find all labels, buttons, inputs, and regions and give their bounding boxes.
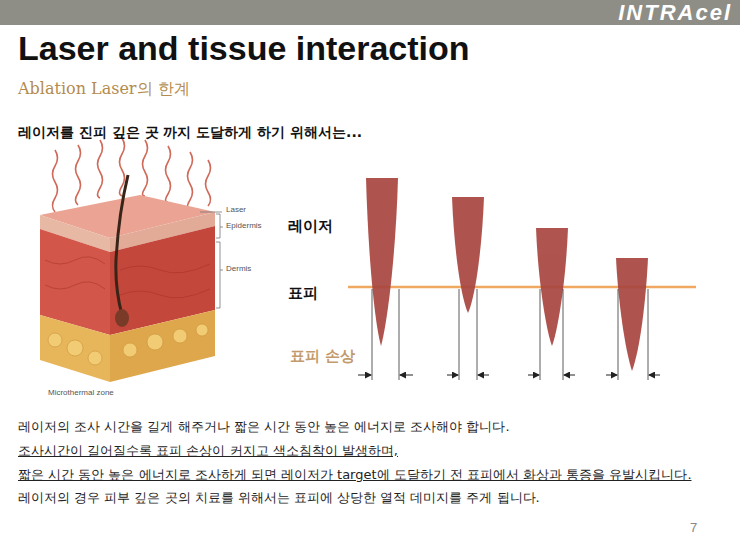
- laser-penetration-diagram: [348, 178, 696, 380]
- body-text: 조사시간이 길어질수록 표피 손상이 커지고 색소침착이 발생하며,: [18, 443, 398, 459]
- illustration-label: Epidermis: [226, 221, 262, 231]
- lead-text: 레이저를 진피 깊은 곳 까지 도달하게 하기 위해서는...: [18, 124, 362, 141]
- illustration-label: Dermis: [226, 264, 251, 274]
- illustration-caption: Microthermal zone: [48, 388, 114, 398]
- slide-title: Laser and tissue interaction: [18, 28, 470, 69]
- page-number: 7: [690, 520, 697, 536]
- diagram-label: 표피 손상: [290, 347, 355, 365]
- body-text: 짧은 시간 동안 높은 에너지로 조사하게 되면 레이저가 target에 도달…: [18, 467, 692, 483]
- diagram-label: 레이저: [288, 217, 333, 235]
- subtitle: Ablation Laser의 한계: [18, 79, 190, 98]
- body-text: 레이저의 경우 피부 깊은 곳의 치료를 위해서는 표피에 상당한 열적 데미지…: [18, 490, 540, 506]
- body-text: 레이저의 조사 시간을 길게 해주거나 짧은 시간 동안 높은 에너지로 조사해…: [18, 419, 510, 435]
- diagram-label: 표피: [288, 284, 318, 302]
- skin-illustration: [40, 138, 223, 382]
- logo-text: INTRAcel: [618, 0, 732, 26]
- illustration-label: Laser: [226, 205, 246, 215]
